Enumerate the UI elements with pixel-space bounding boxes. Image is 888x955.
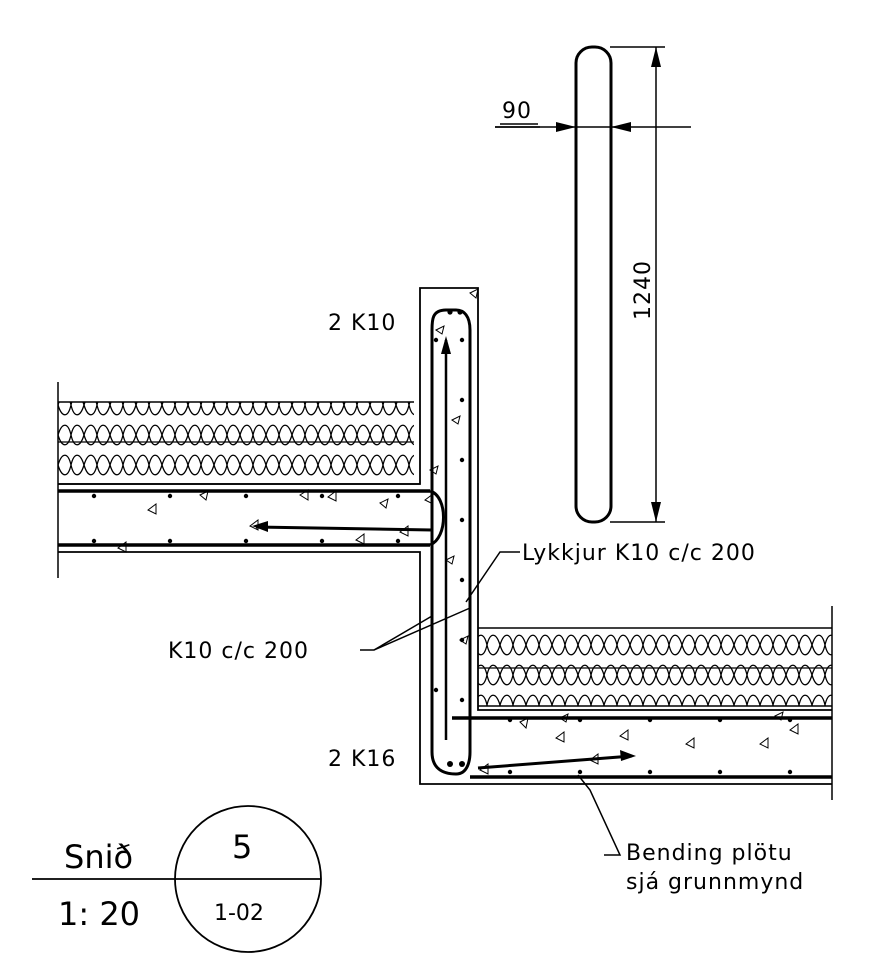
label-slab-bending-1: Bending plötu [626, 841, 793, 866]
wall-loop-bar [430, 308, 472, 776]
section-title-block: Snið 1: 20 5 1-02 [32, 805, 322, 953]
length-dimension-label: 1240 [631, 260, 656, 320]
scale-label: 1: 20 [58, 895, 140, 933]
insulation-right [478, 606, 833, 800]
label-bottom-bars: 2 K16 [328, 747, 396, 772]
rebar-loop-shape [574, 45, 613, 524]
leader-lines [360, 551, 622, 856]
label-slab-bending-2: sjá grunnmynd [626, 870, 804, 895]
insulation-left [57, 382, 420, 578]
label-top-bars: 2 K10 [328, 311, 396, 336]
label-stirrups: K10 c/c 200 [168, 639, 309, 664]
section-label: Snið [64, 838, 133, 876]
sheet-reference: 1-02 [214, 901, 264, 926]
label-loops: Lykkjur K10 c/c 200 [522, 541, 756, 566]
width-dimension-label: 90 [502, 99, 532, 124]
width-dimension: 90 [495, 99, 691, 132]
detail-number: 5 [232, 828, 252, 866]
rebar-loop-detail: 90 1240 [495, 45, 691, 524]
length-dimension: 1240 [610, 46, 665, 523]
concrete-outline [58, 287, 832, 785]
reinforcement [58, 308, 832, 779]
